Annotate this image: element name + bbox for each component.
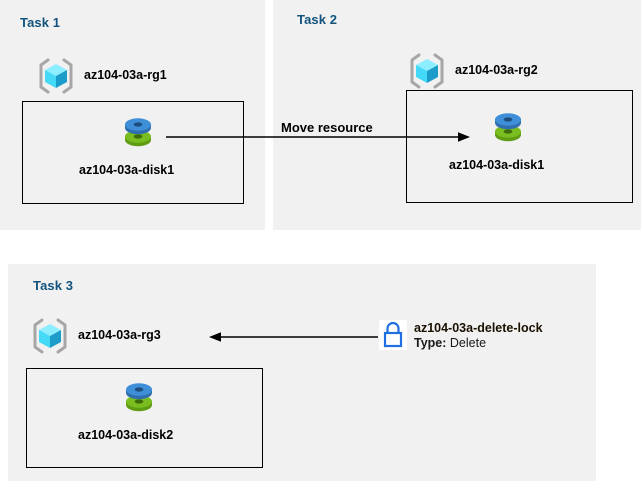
task-3-title: Task 3 <box>33 278 74 293</box>
task-3-resource-label: az104-03a-disk2 <box>78 428 174 442</box>
task-3-resource-group-label: az104-03a-rg3 <box>78 328 161 342</box>
lock-icon <box>379 320 407 350</box>
task-1-panel: Task 1 az104-03a-rg1 <box>0 0 265 230</box>
task-2-resource-box <box>406 90 633 203</box>
move-resource-label: Move resource <box>281 120 373 135</box>
resource-group-icon <box>30 317 70 355</box>
lock-details: az104-03a-delete-lock Type: Delete <box>414 321 543 351</box>
lock-type-line: Type: Delete <box>414 336 543 351</box>
task-2-resource-label: az104-03a-disk1 <box>449 158 545 172</box>
lock-type-value: Delete <box>449 336 487 350</box>
lock-name-label: az104-03a-delete-lock <box>414 321 543 335</box>
task-2-title: Task 2 <box>297 12 338 27</box>
resource-group-icon <box>407 52 447 90</box>
move-resource-connector <box>166 132 470 142</box>
resource-group-icon <box>36 57 76 95</box>
task-1-title: Task 1 <box>20 15 61 30</box>
managed-disk-icon <box>121 115 155 149</box>
task-1-resource-label: az104-03a-disk1 <box>79 163 175 177</box>
task-2-resource-group-label: az104-03a-rg2 <box>455 63 538 77</box>
lock-type-key: Type: <box>414 336 447 350</box>
task-3-resource-box <box>26 368 263 468</box>
lock-connector <box>209 332 378 342</box>
task-1-resource-group-label: az104-03a-rg1 <box>84 68 167 82</box>
managed-disk-icon <box>491 110 525 144</box>
managed-disk-icon <box>122 380 156 414</box>
task-1-resource-box <box>22 101 244 204</box>
task-2-panel: Task 2 az104-03a-rg2 <box>273 0 641 230</box>
task-3-panel: Task 3 az104-03a-rg3 <box>8 264 596 481</box>
